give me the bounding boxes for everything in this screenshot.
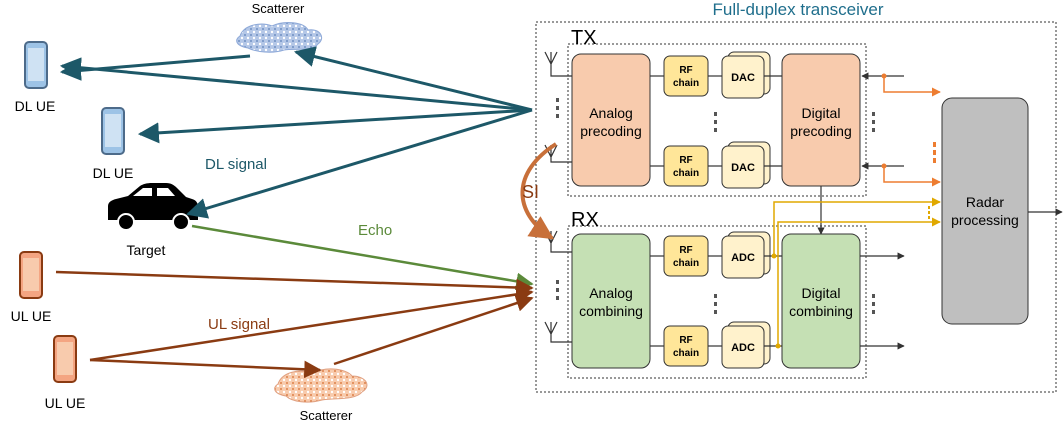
dl-ue-2-label: DL UE [93,165,134,181]
dl-ue-1-phone-icon [24,41,48,89]
rx-to-radar-feeds [773,197,941,346]
ul-ue-1-phone-icon [19,251,43,299]
antenna-ellipsis [556,98,559,300]
tx-rf-2-line2: chain [673,168,699,179]
rx-rf-2-line1: RF [679,335,692,346]
rx-feed-dots [771,206,930,349]
tx-rf-1-line2: chain [673,78,699,89]
ul-signal-arrows [55,270,534,379]
tx-feed-dots [881,73,936,169]
si-arrow [520,142,558,240]
scatterer-bottom-label: Scatterer [300,408,353,423]
tx-dac-2 [721,145,765,189]
scatterer-bottom [274,368,368,403]
ul-ue-1-label: UL UE [11,308,52,324]
dl-ue-1-label: DL UE [15,98,56,114]
rx-label: RX [571,209,599,231]
rx-rf-2-line2: chain [673,348,699,359]
tx-dac-1 [721,55,765,99]
rx-analog-combining-block [571,233,651,369]
echo-arrow [191,224,534,290]
tx-analog-line2: precoding [580,123,642,139]
radar-line2: processing [951,212,1019,228]
echo-label: Echo [358,222,392,239]
rx-adc-1-label: ADC [731,252,755,264]
tx-digital-line1: Digital [802,105,841,121]
tx-frame [567,43,867,197]
transceiver-title: Full-duplex transceiver [712,0,883,19]
tx-rf-chain-2 [663,145,709,187]
transceiver-frame [535,21,1057,393]
dl-signal-label: DL signal [205,156,267,173]
ul-signal-label: UL signal [208,316,270,333]
rx-analog-line1: Analog [589,285,633,301]
tx-input-arrows [861,72,904,170]
rx-adc-1 [721,235,765,279]
tx-rf-chain-1 [663,55,709,97]
dl-ue-2-phone-icon [101,107,125,155]
rx-ellipsis [714,294,875,314]
radar-processing-block [941,97,1029,325]
rx-digital-combining-block [781,233,861,369]
car-icon [108,183,198,231]
rx-digital-line2: combining [789,303,853,319]
rx-rf-1-line1: RF [679,245,692,256]
scatterer-top [236,22,323,53]
tx-dac-1-label: DAC [731,72,755,84]
rx-output-arrows [860,252,905,350]
tx-ellipsis [714,112,875,132]
si-label: SI [522,182,539,202]
tx-rf-1-line1: RF [679,65,692,76]
tx-digital-line2: precoding [790,123,852,139]
rx-digital-line1: Digital [802,285,841,301]
scatterer-top-label: Scatterer [252,1,305,16]
tx-connectors [650,75,782,167]
tx-dac-2-label: DAC [731,162,755,174]
rx-adc-2-label: ADC [731,342,755,354]
radar-line1: Radar [966,194,1004,210]
rx-frame [567,225,867,379]
rx-adc-2 [721,325,765,369]
tx-analog-line1: Analog [589,105,633,121]
tx-analog-precoding-block [571,53,651,187]
rx-rf-chain-2 [663,325,709,367]
rx-analog-line2: combining [579,303,643,319]
tx-to-radar-feeds [883,76,941,187]
target-label: Target [127,242,166,258]
dl-signal-arrows [59,46,533,219]
rx-rf-1-line2: chain [673,258,699,269]
ul-ue-2-label: UL UE [45,395,86,411]
tx-rf-2-line1: RF [679,155,692,166]
ul-ue-2-phone-icon [53,335,77,383]
tx-label: TX [571,27,597,49]
rx-rf-chain-1 [663,235,709,277]
